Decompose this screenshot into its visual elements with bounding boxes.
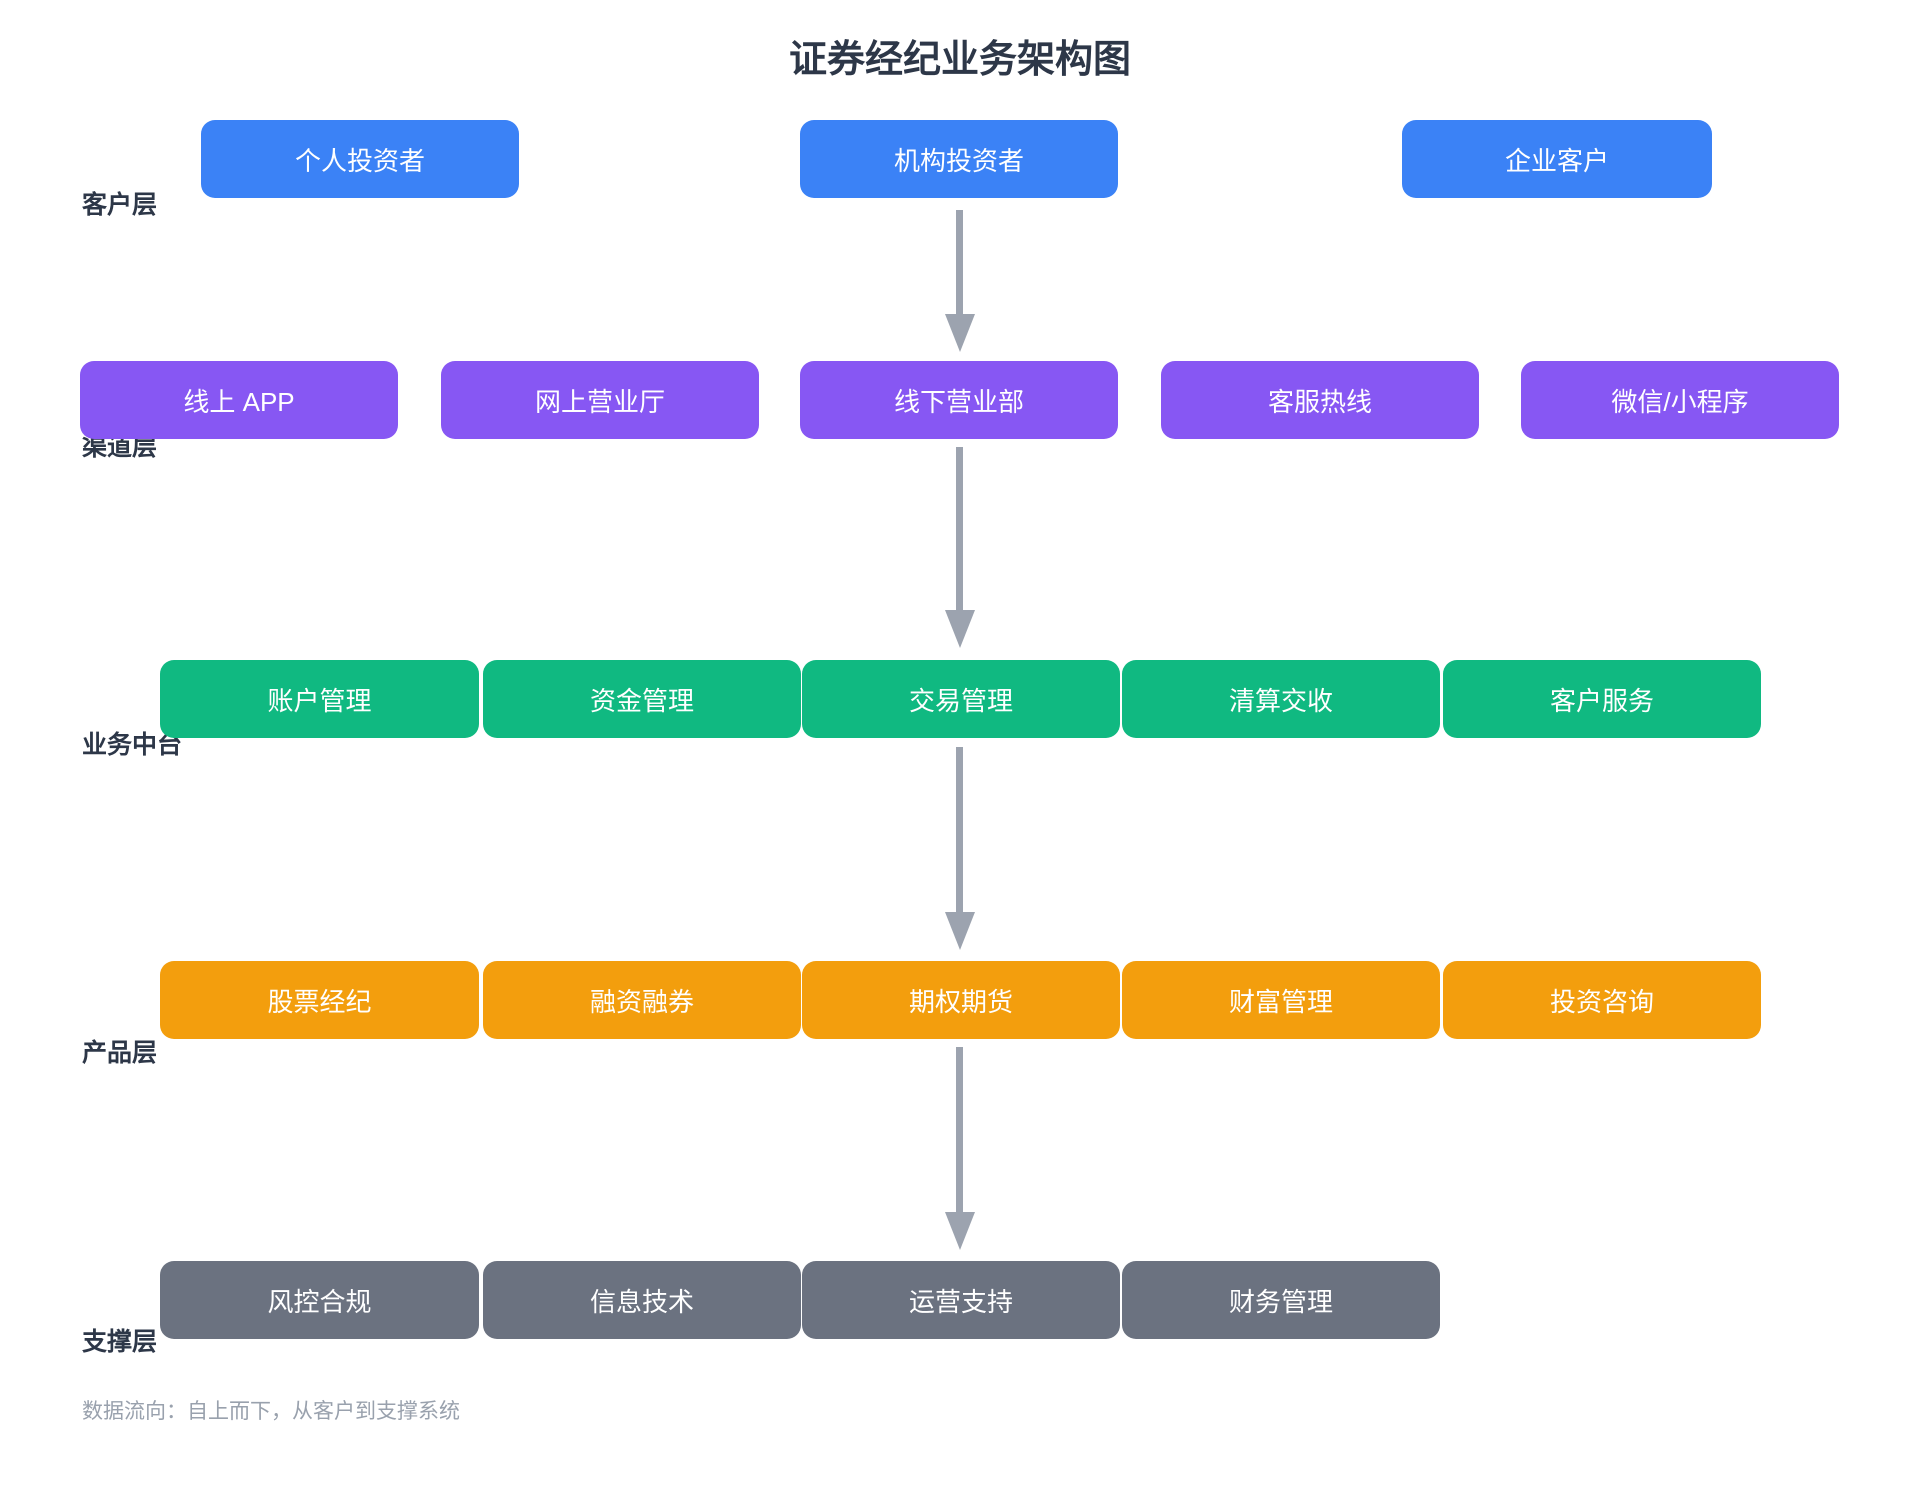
flow-arrow-line-2 (956, 447, 963, 612)
flow-arrow-head-2 (945, 610, 975, 648)
box-wealth-management: 财富管理 (1122, 961, 1440, 1039)
flow-arrow-head-4 (945, 1212, 975, 1250)
layer-label-product: 产品层 (82, 1039, 158, 1067)
box-individual-investor: 个人投资者 (201, 120, 519, 198)
flow-arrow-head-1 (945, 314, 975, 352)
box-offline-branch: 线下营业部 (800, 361, 1118, 439)
diagram-title: 证券经纪业务架构图 (788, 39, 1131, 81)
box-corporate-client: 企业客户 (1402, 120, 1712, 198)
flow-arrow-line-4 (956, 1047, 963, 1214)
flow-arrow-line-1 (956, 210, 963, 316)
box-account-management: 账户管理 (160, 660, 479, 738)
box-operations-support: 运营支持 (802, 1261, 1120, 1339)
box-institutional-investor: 机构投资者 (800, 120, 1118, 198)
box-customer-service: 客户服务 (1443, 660, 1761, 738)
box-stock-brokerage: 股票经纪 (160, 961, 479, 1039)
box-online-app: 线上 APP (80, 361, 398, 439)
layer-label-support: 支撑层 (82, 1328, 158, 1356)
box-clearing-settlement: 清算交收 (1122, 660, 1440, 738)
box-risk-compliance: 风控合规 (160, 1261, 479, 1339)
box-information-technology: 信息技术 (483, 1261, 801, 1339)
box-funds-management: 资金管理 (483, 660, 801, 738)
box-customer-hotline: 客服热线 (1161, 361, 1479, 439)
flow-arrow-head-3 (945, 912, 975, 950)
box-options-futures: 期权期货 (802, 961, 1120, 1039)
box-online-business-hall: 网上营业厅 (441, 361, 759, 439)
data-flow-note: 数据流向：自上而下，从客户到支撑系统 (82, 1400, 460, 1423)
box-finance-management: 财务管理 (1122, 1261, 1440, 1339)
flow-arrow-line-3 (956, 747, 963, 914)
box-trade-management: 交易管理 (802, 660, 1120, 738)
layer-label-customer: 客户层 (82, 191, 158, 219)
box-investment-advisory: 投资咨询 (1443, 961, 1761, 1039)
box-margin-trading: 融资融券 (483, 961, 801, 1039)
box-wechat-mini-program: 微信/小程序 (1521, 361, 1839, 439)
